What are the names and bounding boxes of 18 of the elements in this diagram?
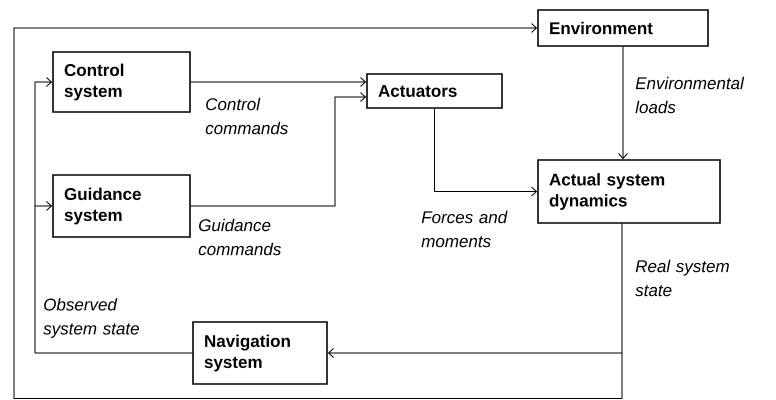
process-box: Actual system dynamics [537, 159, 721, 224]
arrow [190, 77, 366, 87]
edge-label: Environmental loads [635, 76, 744, 114]
arrow [34, 201, 193, 354]
process-box: Navigation system [192, 321, 328, 385]
edge-label: Control commands [206, 98, 288, 134]
edge-label: Forces and moments [422, 210, 508, 248]
edge-label: Guidance commands [198, 218, 281, 256]
process-box: Guidance system [52, 174, 191, 238]
process-box: Environment [537, 9, 709, 47]
process-box: Control system [52, 51, 191, 113]
arrow [618, 46, 628, 160]
edge-label: Observed system state [43, 298, 139, 338]
edge-label: Real system state [635, 260, 729, 296]
arrow [190, 92, 366, 206]
arrow [14, 23, 622, 399]
process-box: Actuators [366, 73, 503, 109]
arrow [434, 108, 538, 196]
